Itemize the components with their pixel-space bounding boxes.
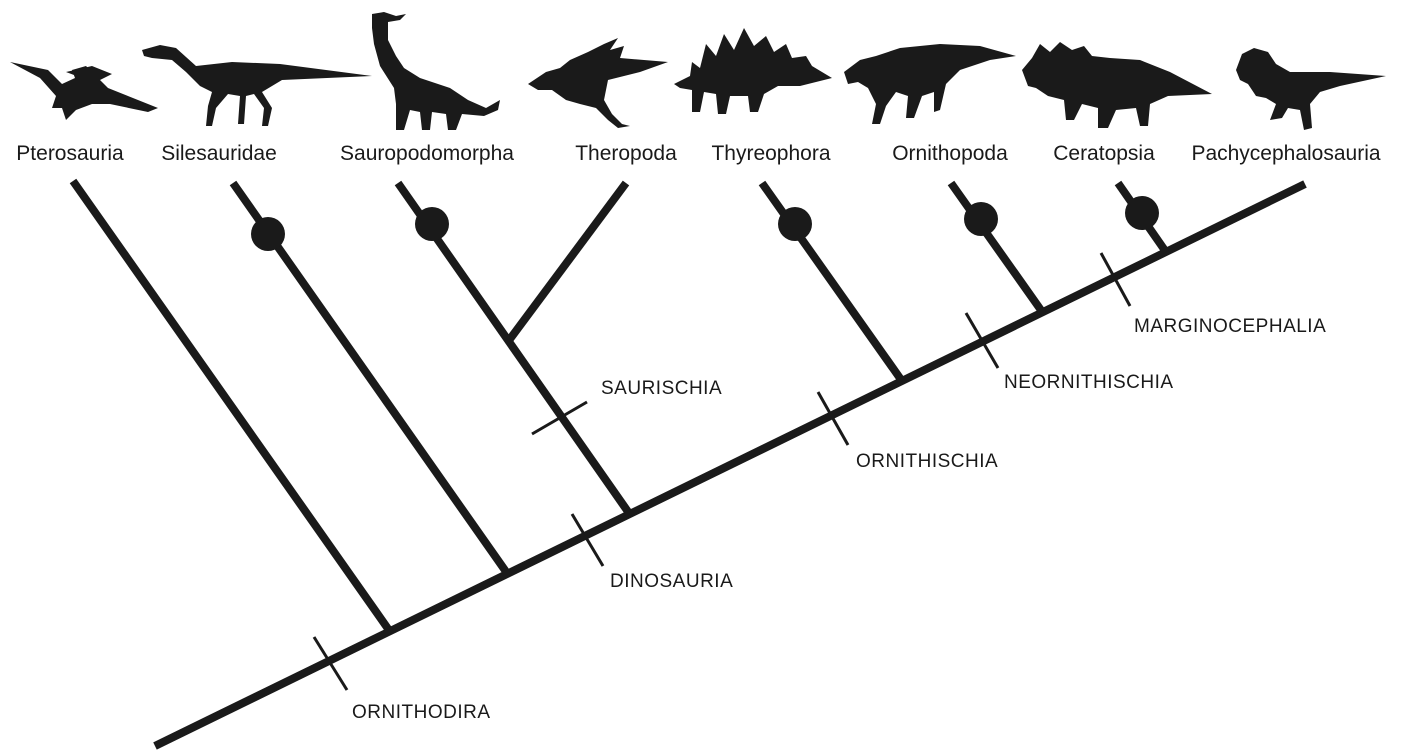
clade-label-ornithodira: ORNITHODIRA (352, 702, 491, 723)
node-dot-ornithopoda (964, 202, 998, 236)
main-stem (155, 184, 1305, 746)
taxon-label-pterosauria: Pterosauria (16, 142, 124, 165)
taxon-label-thyreophora: Thyreophora (711, 142, 830, 165)
silhouettes (10, 12, 1386, 130)
taxon-labels: Pterosauria Silesauridae Sauropodomorpha… (16, 142, 1381, 165)
node-dot-thyreophora (778, 207, 812, 241)
ornithopod-icon (844, 44, 1016, 124)
clade-label-ornithischia: ORNITHISCHIA (856, 451, 998, 472)
ceratopsian-icon (1022, 42, 1212, 128)
taxon-label-pachycephalosauria: Pachycephalosauria (1191, 142, 1380, 165)
clade-label-neornithischia: NEORNITHISCHIA (1004, 372, 1174, 393)
node-dot-sauropodomorpha (415, 207, 449, 241)
taxon-label-theropoda: Theropoda (575, 142, 677, 165)
sauropodomorph-icon (372, 12, 500, 130)
silesaurid-icon (142, 45, 372, 126)
pterosaur-icon (10, 62, 158, 120)
taxon-label-ornithopoda: Ornithopoda (892, 142, 1008, 165)
branch-ornithopoda (951, 183, 1043, 313)
theropod-icon (528, 38, 668, 128)
taxon-label-sauropodomorpha: Sauropodomorpha (340, 142, 514, 165)
branch-theropoda (510, 183, 626, 339)
taxon-label-silesauridae: Silesauridae (161, 142, 277, 165)
thyreophoran-icon (674, 28, 832, 114)
clade-label-marginocephalia: MARGINOCEPHALIA (1134, 316, 1326, 337)
tree-branches (73, 181, 1305, 746)
node-dot-silesauridae (251, 217, 285, 251)
node-dot-ceratopsia (1125, 196, 1159, 230)
clade-label-saurischia: SAURISCHIA (601, 378, 722, 399)
branch-pterosauria (73, 181, 391, 633)
tick-saurischia (532, 402, 587, 434)
pachycephalosaur-icon (1236, 48, 1386, 130)
node-markers (251, 196, 1159, 251)
taxon-label-ceratopsia: Ceratopsia (1053, 142, 1155, 165)
clade-label-dinosauria: DINOSAURIA (610, 571, 733, 592)
clade-labels: ORNITHODIRA DINOSAURIA SAURISCHIA ORNITH… (352, 316, 1326, 723)
